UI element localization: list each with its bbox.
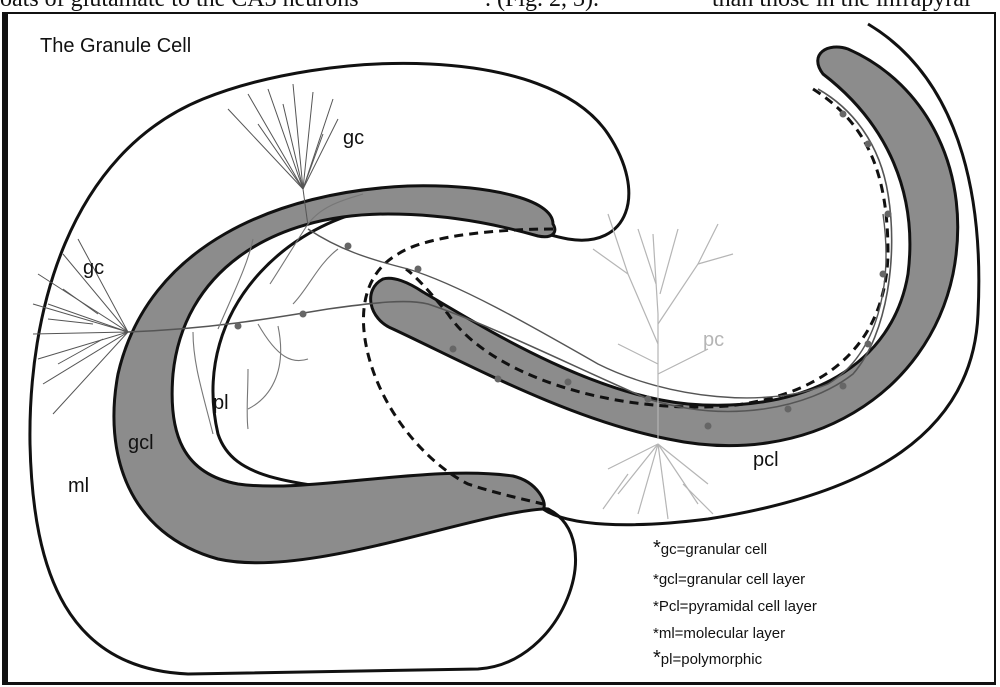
abbreviation-legend: *gc=granular cell *gcl=granular cell lay…	[653, 537, 817, 669]
label-pcl: pcl	[753, 449, 779, 471]
label-gc-left: gc	[83, 257, 104, 279]
label-pc: pc	[703, 329, 724, 351]
legend-item: *Pcl=pyramidal cell layer	[653, 598, 817, 615]
legend-item: *gcl=granular cell layer	[653, 571, 805, 588]
caption-text-cut-off: oats of glutamate to the CA3 neurons . (…	[0, 0, 1000, 12]
legend-item: *gc=granular cell	[653, 537, 767, 559]
granule-cell-figure: The Granule Cell gc gc pl gcl ml pc pcl …	[2, 12, 996, 685]
pyramidal-cell	[593, 214, 733, 519]
figure-title: The Granule Cell	[40, 35, 191, 57]
label-gcl: gcl	[128, 432, 154, 454]
hippocampus-diagram: The Granule Cell gc gc pl gcl ml pc pcl …	[8, 14, 996, 684]
label-pl: pl	[213, 392, 229, 414]
legend-item: *pl=polymorphic	[653, 647, 763, 669]
label-gc-top: gc	[343, 127, 364, 149]
label-ml: ml	[68, 475, 89, 497]
legend-item: *ml=molecular layer	[653, 625, 785, 642]
